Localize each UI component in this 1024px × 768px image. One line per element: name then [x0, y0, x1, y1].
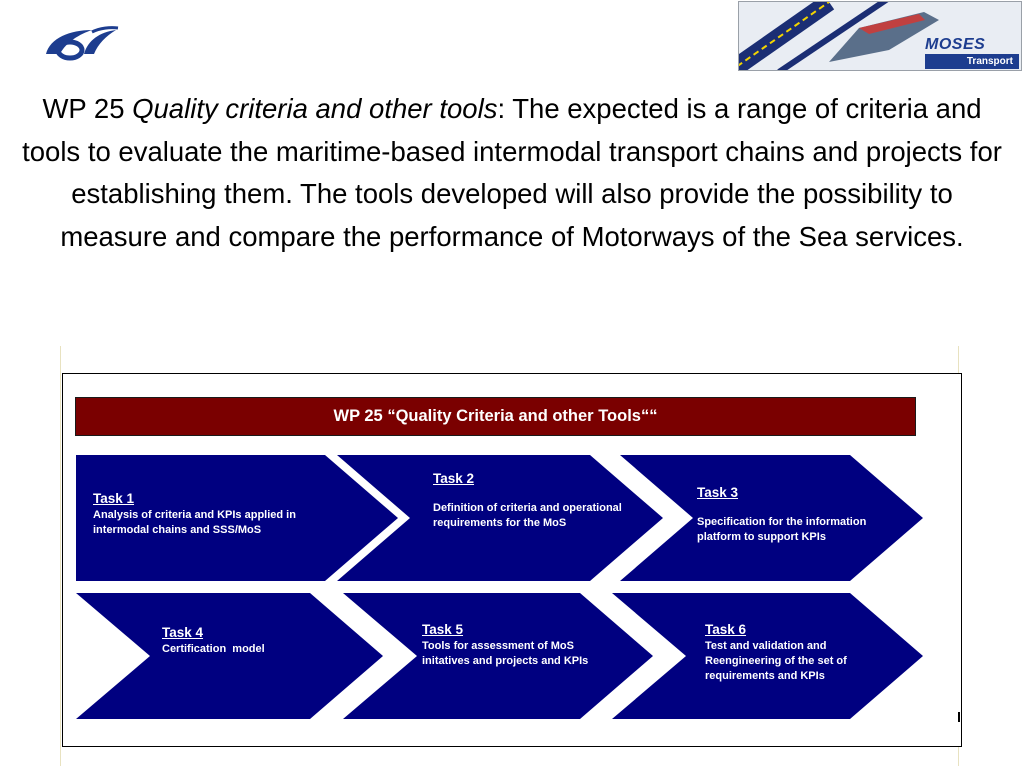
task-1-title: Task 1 [93, 491, 135, 506]
task-5-title: Task 5 [422, 622, 464, 637]
frame-tick-mark [958, 712, 960, 722]
task-3-title: Task 3 [697, 485, 739, 500]
task-2-chevron [337, 455, 663, 581]
ship-road-icon [739, 2, 1021, 70]
task-1: Task 1 Analysis of criteria and KPIs app… [93, 491, 343, 538]
headline-text: WP 25 Quality criteria and other tools: … [20, 88, 1004, 258]
fp6-logo-icon [40, 24, 120, 64]
headline-lead: WP 25 [42, 93, 133, 124]
task-1-desc: Analysis of criteria and KPIs applied in… [93, 509, 296, 536]
task-3: Task 3 Specification for the information… [697, 485, 897, 545]
task-4-desc: Certification model [162, 643, 265, 655]
task-4: Task 4 Certification model [162, 625, 322, 657]
task-6: Task 6 Test and validation and Reenginee… [705, 622, 880, 684]
task-6-desc: Test and validation and Reengineering of… [705, 640, 847, 682]
task-5-desc: Tools for assessment of MoS initatives a… [422, 640, 589, 667]
task-1-chevron [76, 455, 398, 581]
task-2: Task 2 Definition of criteria and operat… [433, 471, 658, 531]
task-4-chevron [76, 593, 383, 719]
moses-logo-name: MOSES [925, 36, 986, 53]
task-4-title: Task 4 [162, 625, 204, 640]
headline-rest: : The expected is a range of criteria an… [22, 93, 1002, 252]
task-6-title: Task 6 [705, 622, 747, 637]
task-2-desc: Definition of criteria and operational r… [433, 502, 622, 529]
task-6-chevron [612, 593, 923, 719]
task-3-desc: Specification for the information platfo… [697, 516, 867, 543]
headline-italic: Quality criteria and other tools [132, 93, 498, 124]
wp25-banner: WP 25 “Quality Criteria and other Tools“… [75, 397, 916, 436]
slide-edge-left [60, 346, 61, 766]
task-3-chevron [620, 455, 923, 581]
task-5: Task 5 Tools for assessment of MoS inita… [422, 622, 607, 675]
moses-transport-logo: MOSES Transport [738, 1, 1022, 71]
task-2-title: Task 2 [433, 471, 475, 486]
task-5-chevron [343, 593, 653, 719]
transport-logo-label: Transport [925, 54, 1019, 69]
